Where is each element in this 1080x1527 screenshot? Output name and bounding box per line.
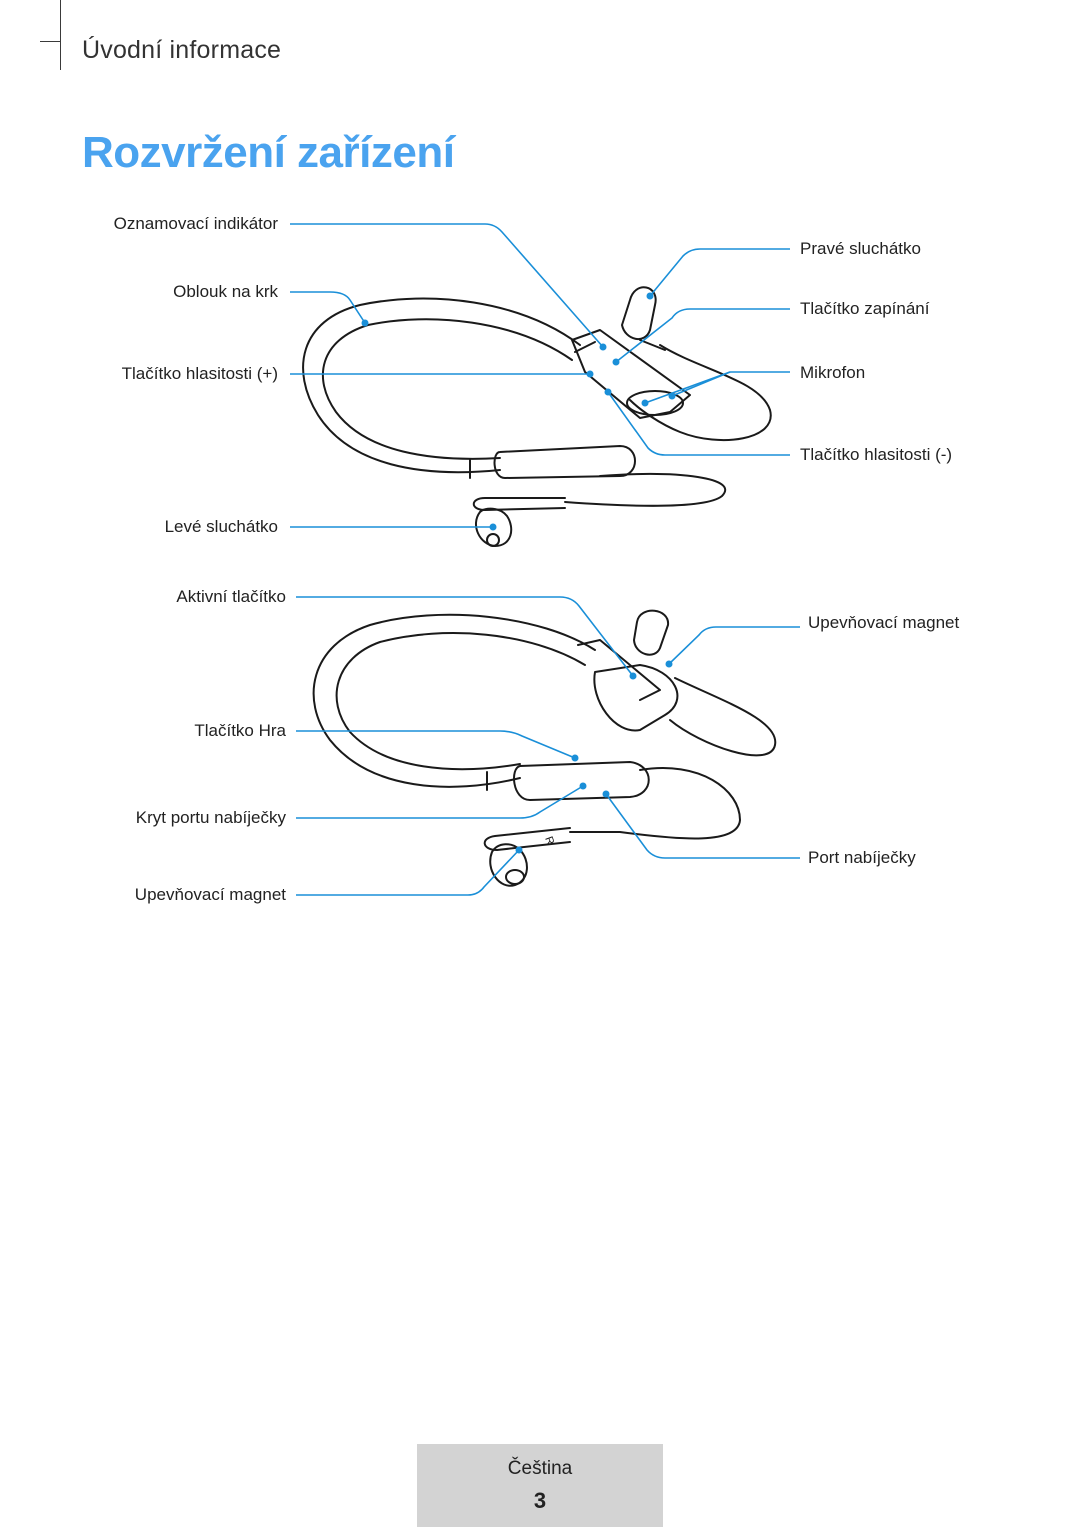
dot-charging-port-cover <box>579 782 587 790</box>
label-volume-up: Tlačítko hlasitosti (+) <box>121 364 278 383</box>
label-active-button: Aktivní tlačítko <box>176 587 286 606</box>
callout-dots-top <box>361 292 676 531</box>
footer-language: Čeština <box>507 1458 573 1479</box>
label-fixing-magnet-left: Upevňovací magnet <box>134 885 286 904</box>
dot-mic-1 <box>668 392 676 400</box>
dot-mic-2 <box>641 399 649 407</box>
leader-right-earbud <box>649 248 790 297</box>
page-title: Rozvržení zařízení <box>82 128 455 177</box>
dot-neck-band <box>361 319 369 327</box>
leader-charging-port <box>605 793 800 859</box>
dot-active-button <box>629 672 637 680</box>
page-number: 3 <box>533 1488 547 1513</box>
leader-volume-down <box>607 391 790 456</box>
dot-fixing-magnet-left <box>515 846 523 854</box>
dot-volume-up <box>586 370 594 378</box>
dot-right-earbud <box>646 292 654 300</box>
leader-mic-1 <box>671 371 790 397</box>
callout-dots-bottom <box>515 660 673 854</box>
label-fixing-magnet-right: Upevňovací magnet <box>808 613 960 632</box>
leader-mic-2 <box>644 371 731 404</box>
label-power-button: Tlačítko zapínání <box>800 299 930 318</box>
corner-mark-horizontal <box>40 41 60 42</box>
earbud-marking: R <box>542 835 556 847</box>
label-charging-port: Port nabíječky <box>808 848 916 867</box>
callouts-bottom <box>296 596 800 896</box>
leader-neck-band <box>290 291 366 324</box>
leader-play-button <box>296 730 576 759</box>
corner-mark-vertical <box>60 0 61 70</box>
dot-charging-port <box>602 790 610 798</box>
dot-left-earbud <box>489 523 497 531</box>
leader-power-button <box>615 308 790 363</box>
section-title: Úvodní informace <box>82 36 282 64</box>
callouts-top <box>290 223 790 528</box>
dot-power-button <box>612 358 620 366</box>
neckband-illustration-top <box>302 286 772 547</box>
label-microphone: Mikrofon <box>800 363 866 382</box>
footer-page-tab: Čeština 3 <box>417 1444 663 1527</box>
label-notification-indicator: Oznamovací indikátor <box>113 214 278 233</box>
dot-volume-down <box>604 388 612 396</box>
dot-notification-indicator <box>599 343 607 351</box>
label-charging-port-cover: Kryt portu nabíječky <box>135 808 286 827</box>
label-neck-band: Oblouk na krk <box>173 282 278 301</box>
label-left-earbud: Levé sluchátko <box>164 517 278 536</box>
label-right-earbud: Pravé sluchátko <box>800 239 921 258</box>
label-volume-down: Tlačítko hlasitosti (-) <box>800 445 953 464</box>
leader-fixing-magnet-right <box>668 626 800 665</box>
dot-fixing-magnet-right <box>665 660 673 668</box>
dot-play-button <box>571 754 579 762</box>
leader-active-button <box>296 596 634 677</box>
leader-notification-indicator <box>290 223 604 348</box>
leader-charging-port-cover <box>296 785 584 819</box>
leader-fixing-magnet-left <box>296 849 520 896</box>
label-play-button: Tlačítko Hra <box>194 721 286 740</box>
neckband-illustration-bottom <box>312 609 777 887</box>
